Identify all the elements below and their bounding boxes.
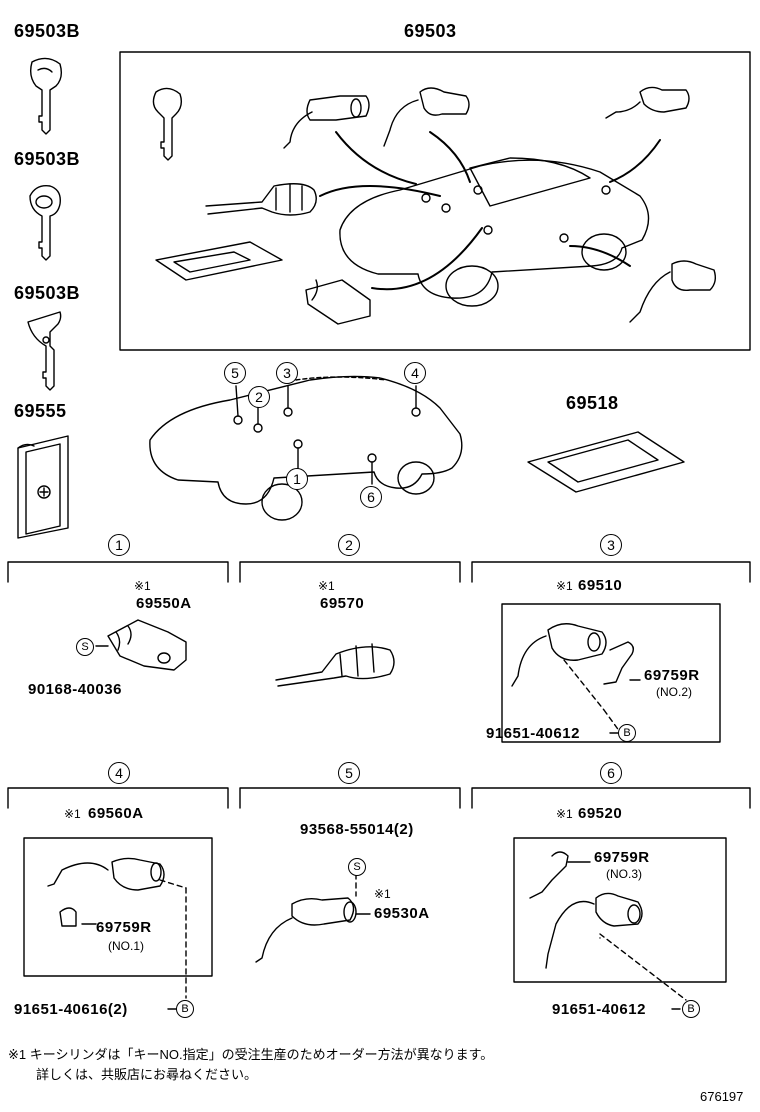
- part-number-69560a: 69560A: [88, 805, 144, 822]
- part-number-69759r-no1: 69759R: [96, 919, 152, 936]
- section-1-marker: 1: [108, 534, 130, 556]
- part-number-bolt-1: 90168-40036: [28, 681, 122, 698]
- section-3-marker: 3: [600, 534, 622, 556]
- part-number-bolt-6: 91651-40612: [552, 1001, 646, 1018]
- part-number-key-3: 69503B: [14, 283, 81, 303]
- callout-3: 3: [276, 362, 298, 384]
- marker-s-5: S: [348, 858, 366, 876]
- note-mark-3: ※1: [556, 579, 573, 593]
- part-number-main-set: 69503: [404, 21, 457, 41]
- key-icon: [29, 185, 61, 261]
- callout-1: 1: [286, 468, 308, 490]
- callout-2: 2: [248, 386, 270, 408]
- part-number-69759r-no2: 69759R: [644, 667, 700, 684]
- note-mark-1: ※1: [134, 579, 151, 593]
- part-number-69530a: 69530A: [374, 905, 430, 922]
- sub-number-no2: (NO.2): [656, 685, 692, 699]
- key-icon: [29, 57, 63, 135]
- part-number-bolt-5: 93568-55014(2): [300, 821, 414, 838]
- part-number-69510: 69510: [578, 577, 623, 594]
- footnote-line-2: 詳しくは、共販店にお尋ねください。: [36, 1067, 258, 1082]
- footnote-line-1: ※1 キーシリンダは「キーNO.指定」の受注生産のためオーダー方法が異なります。: [8, 1047, 494, 1062]
- part-number-69520: 69520: [578, 805, 623, 822]
- section-4-marker: 4: [108, 762, 130, 784]
- callout-5: 5: [224, 362, 246, 384]
- part-number-key-1: 69503B: [14, 21, 81, 41]
- marker-b-4: B: [176, 1000, 194, 1018]
- part-number-bolt-4: 91651-40616(2): [14, 1001, 128, 1018]
- part-number-bolt-3: 91651-40612: [486, 725, 580, 742]
- part-number-69759r-no3: 69759R: [594, 849, 650, 866]
- part-number-key-case: 69555: [14, 401, 67, 421]
- part-number-69570: 69570: [320, 595, 365, 612]
- part-number-69550a: 69550A: [136, 595, 192, 612]
- callout-6: 6: [360, 486, 382, 508]
- section-2-marker: 2: [338, 534, 360, 556]
- part-number-plate: 69518: [566, 393, 619, 413]
- note-mark-4: ※1: [64, 807, 81, 821]
- marker-b-3: B: [618, 724, 636, 742]
- key-case-icon: [17, 435, 69, 539]
- marker-s-1: S: [76, 638, 94, 656]
- section-5-marker: 5: [338, 762, 360, 784]
- note-mark-6: ※1: [556, 807, 573, 821]
- figure-id: 676197: [700, 1089, 744, 1104]
- sub-number-no1: (NO.1): [108, 939, 144, 953]
- marker-b-6: B: [682, 1000, 700, 1018]
- note-mark-5: ※1: [374, 887, 391, 901]
- sub-number-no3: (NO.3): [606, 867, 642, 881]
- callout-4: 4: [404, 362, 426, 384]
- key-icon: [27, 311, 62, 391]
- part-number-key-2: 69503B: [14, 149, 81, 169]
- note-mark-2: ※1: [318, 579, 335, 593]
- section-6-marker: 6: [600, 762, 622, 784]
